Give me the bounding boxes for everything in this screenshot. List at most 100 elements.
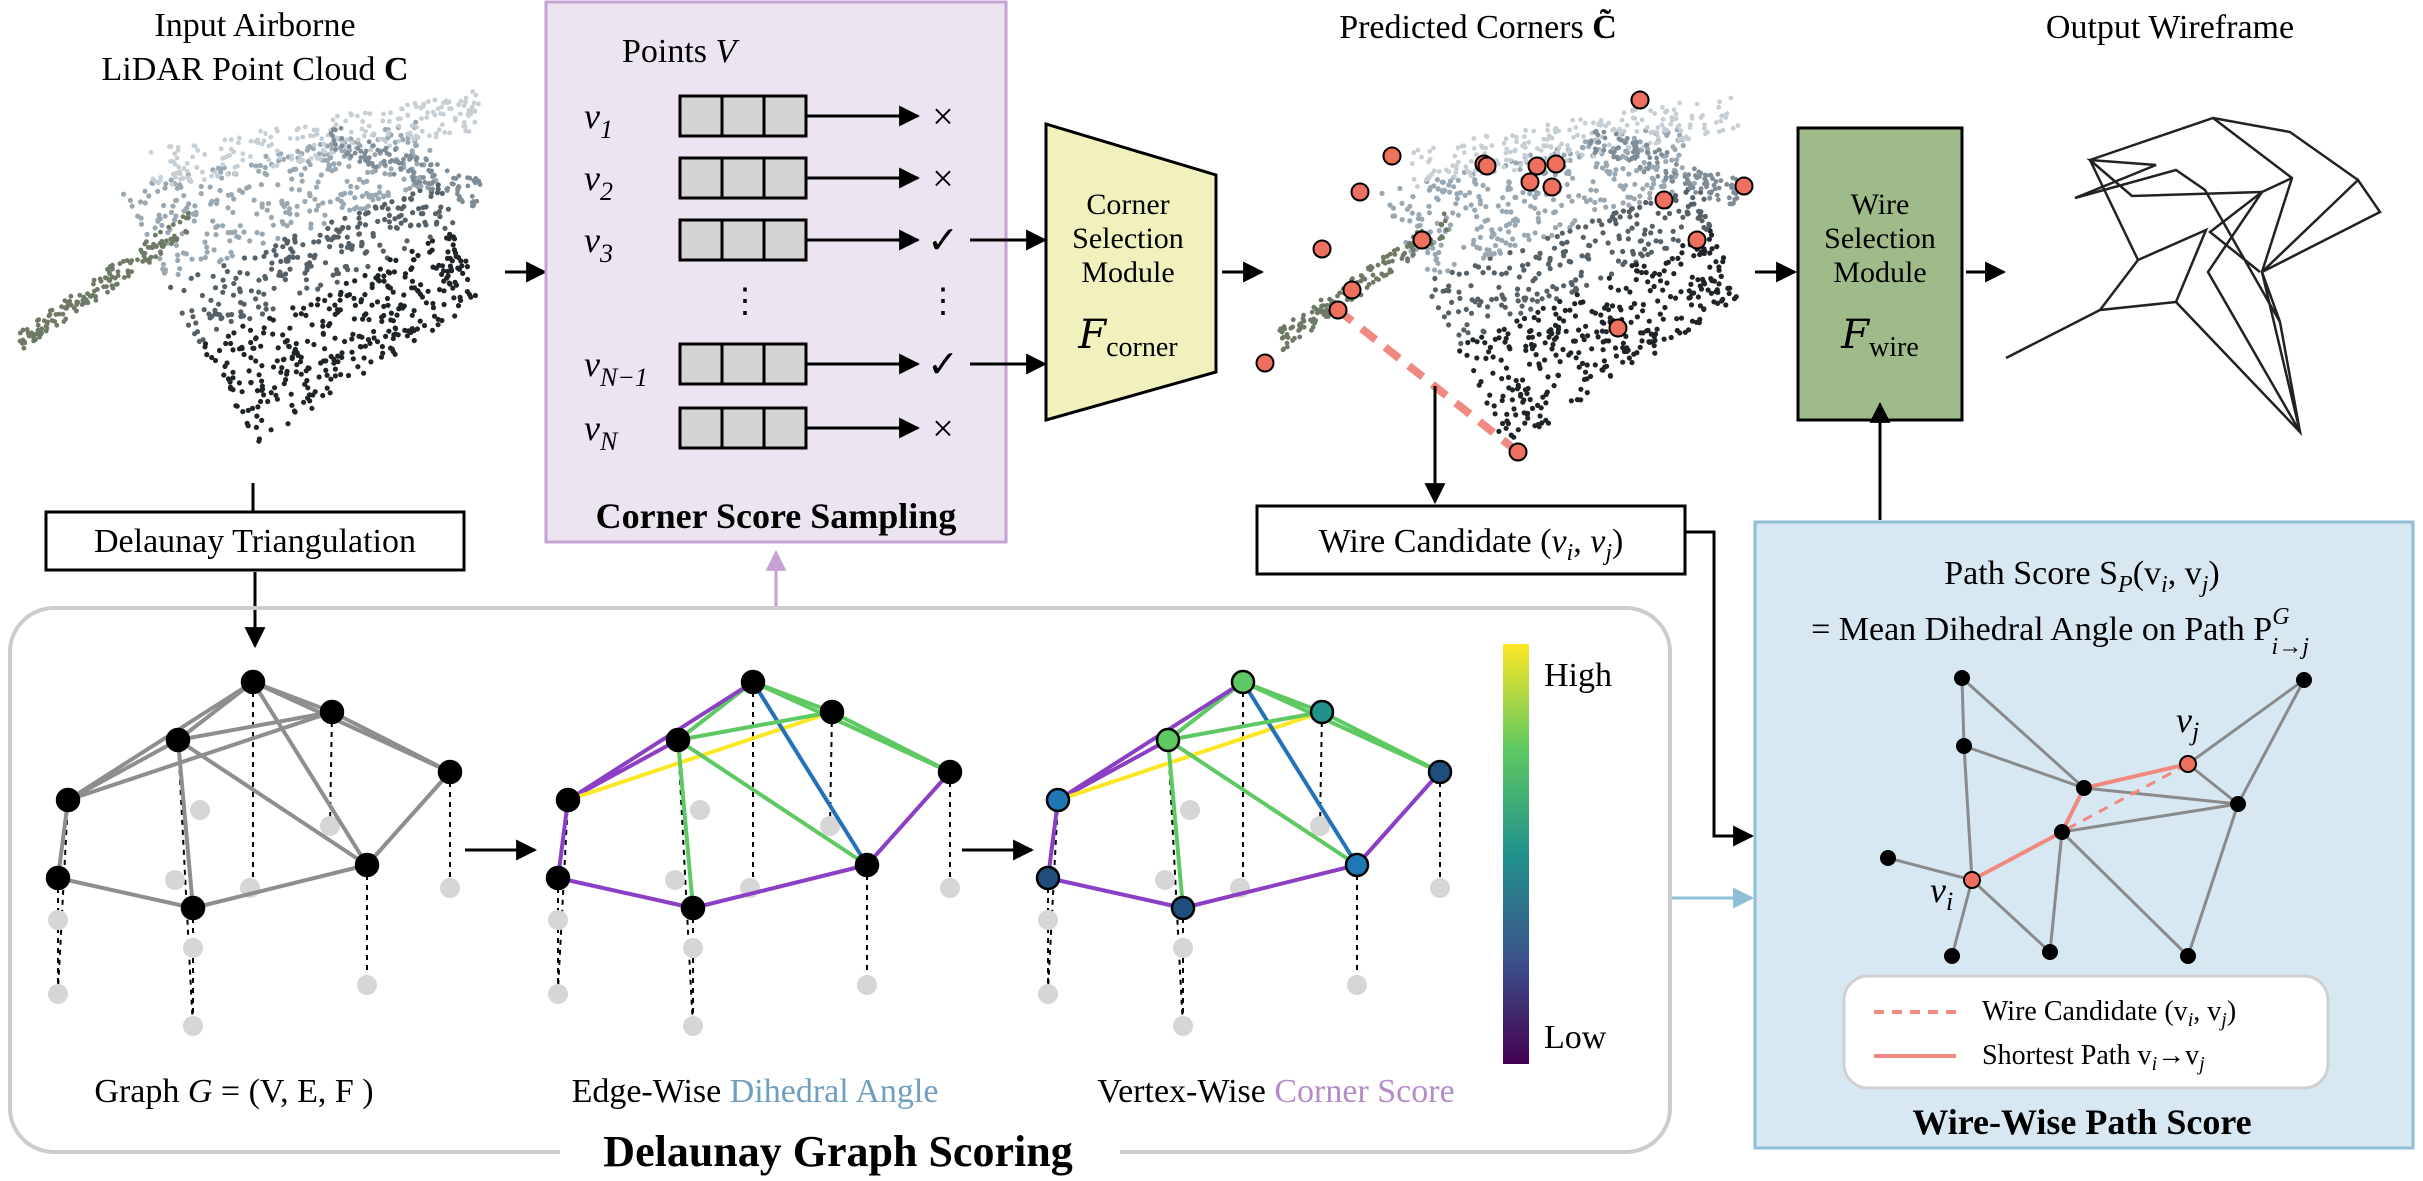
path-graph-edge bbox=[2061, 802, 2239, 834]
sample-rows: v1×v2×v3✓vN−1✓vN× bbox=[584, 94, 959, 456]
output-wireframe bbox=[2005, 116, 2382, 437]
path-graph-vertex bbox=[2180, 948, 2196, 964]
point-label: v1 bbox=[584, 96, 613, 144]
graph-edge bbox=[677, 710, 833, 742]
ground-point bbox=[1430, 878, 1450, 898]
graph-edge bbox=[177, 710, 333, 742]
ground-point bbox=[440, 878, 460, 898]
graph-edge bbox=[57, 876, 194, 910]
path-graph-vertex bbox=[2076, 780, 2092, 796]
vertical-drop-line bbox=[557, 799, 569, 991]
path-score-title: Wire-Wise Path Score bbox=[1912, 1102, 2251, 1142]
graph-vertex bbox=[680, 895, 706, 921]
ground-point bbox=[48, 984, 68, 1004]
graph-vertex bbox=[55, 787, 81, 813]
path-graph-edge bbox=[2236, 679, 2306, 805]
ground-point bbox=[48, 910, 68, 930]
ground-point bbox=[1347, 975, 1367, 995]
legend-dashed-label: Wire Candidate (vi, vj) bbox=[1982, 996, 2236, 1031]
feature-cell bbox=[678, 342, 724, 386]
colorbar-low-label: Low bbox=[1544, 1019, 1607, 1056]
predicted-section: Predicted Corners C̃ bbox=[1255, 8, 1754, 462]
path-graph-vertex bbox=[1956, 738, 1972, 754]
graph-edge bbox=[1241, 680, 1359, 867]
delaunay-label-box: Delaunay Triangulation bbox=[44, 510, 466, 572]
graph-edge bbox=[1166, 739, 1185, 909]
graph-vertex bbox=[1344, 852, 1370, 878]
graph-edge bbox=[252, 680, 451, 774]
feature-cell bbox=[678, 156, 724, 200]
accept-mark: ✓ bbox=[927, 344, 959, 386]
point-label: v3 bbox=[584, 220, 613, 268]
graph-vertex bbox=[319, 699, 345, 725]
ground-point bbox=[1155, 870, 1175, 890]
path-legend-box bbox=[1842, 974, 2330, 1090]
corner-point bbox=[1328, 300, 1348, 320]
feature-cell bbox=[720, 156, 766, 200]
corner-point bbox=[1542, 177, 1562, 197]
graph-vertex bbox=[1170, 895, 1196, 921]
wire-wise-path-score-panel: Path Score SP(vi, vj) = Mean Dihedral An… bbox=[1753, 520, 2415, 1150]
ground-point bbox=[1038, 984, 1058, 1004]
graph-vertex bbox=[45, 865, 71, 891]
feature-cell bbox=[762, 218, 808, 262]
ground-point bbox=[1173, 1016, 1193, 1036]
ground-point bbox=[183, 938, 203, 958]
reject-mark: × bbox=[932, 96, 953, 138]
delaunay-graph-scoring-panel: Delaunay Graph Scoring Graph G = (V, E, … bbox=[8, 606, 1672, 1176]
reject-mark: × bbox=[932, 408, 953, 450]
path-graph-edge bbox=[2187, 762, 2239, 806]
path-graph-vertex bbox=[2042, 944, 2058, 960]
corner-point bbox=[1477, 156, 1497, 176]
graph-caption: Graph G = (V, E, F ) bbox=[94, 1073, 373, 1110]
wire-candidate-dashed-line bbox=[1335, 306, 1521, 456]
feature-cell bbox=[678, 218, 724, 262]
ground-point bbox=[1180, 800, 1200, 820]
ellipsis-left: ⋮ bbox=[728, 283, 762, 320]
ground-point bbox=[683, 938, 703, 958]
graph-edge bbox=[556, 799, 570, 879]
corner-module-line1: Corner bbox=[1086, 188, 1169, 221]
path-graph bbox=[1880, 670, 2312, 964]
graph-edge bbox=[365, 770, 452, 867]
vertical-drop-line bbox=[1167, 739, 1184, 1029]
path-graph-edge bbox=[2048, 831, 2064, 953]
edge-caption: Edge-Wise Dihedral Angle bbox=[572, 1073, 939, 1110]
colorbar-high-label: High bbox=[1544, 657, 1612, 694]
corner-module-function: Fcorner bbox=[1077, 312, 1178, 363]
endpoint-vertex bbox=[1963, 871, 1981, 889]
wire-selection-module: Wire Selection Module Fwire bbox=[1796, 126, 1964, 422]
graph-vertex bbox=[665, 727, 691, 753]
ground-point bbox=[940, 878, 960, 898]
vertical-drop-line bbox=[677, 739, 694, 1029]
ground-point bbox=[1173, 938, 1193, 958]
graph-edge bbox=[1046, 799, 1060, 879]
point-label: vN−1 bbox=[584, 344, 648, 392]
feature-cell bbox=[762, 406, 808, 450]
accept-mark: ✓ bbox=[927, 220, 959, 262]
graph-edge bbox=[1355, 770, 1442, 867]
graph-edge bbox=[1056, 680, 1245, 802]
graph-vertex bbox=[545, 865, 571, 891]
graph-edge bbox=[176, 739, 195, 909]
graph-vertex bbox=[437, 759, 463, 785]
graph-edge bbox=[176, 738, 369, 867]
point-label: vN bbox=[584, 408, 619, 456]
path-graph-edge bbox=[1970, 878, 2052, 954]
path-graph-edge bbox=[2187, 678, 2305, 766]
ground-point bbox=[1310, 816, 1330, 836]
graph-edge bbox=[692, 863, 868, 910]
ellipsis-right: ⋮ bbox=[926, 283, 960, 320]
path-graph-vertex bbox=[2296, 672, 2312, 688]
shortest-path bbox=[1971, 762, 2189, 882]
graph-edge bbox=[1182, 863, 1358, 910]
graph-vertex bbox=[1230, 669, 1256, 695]
vertex-caption: Vertex-Wise Corner Score bbox=[1097, 1073, 1454, 1110]
graph-vertex bbox=[740, 669, 766, 695]
path-graph-edge bbox=[1887, 856, 1973, 882]
path-graph-edge bbox=[2060, 830, 2190, 958]
path-graph-vertex bbox=[1944, 948, 1960, 964]
graph-edge bbox=[751, 680, 869, 867]
wire-module-function: Fwire bbox=[1840, 312, 1919, 363]
